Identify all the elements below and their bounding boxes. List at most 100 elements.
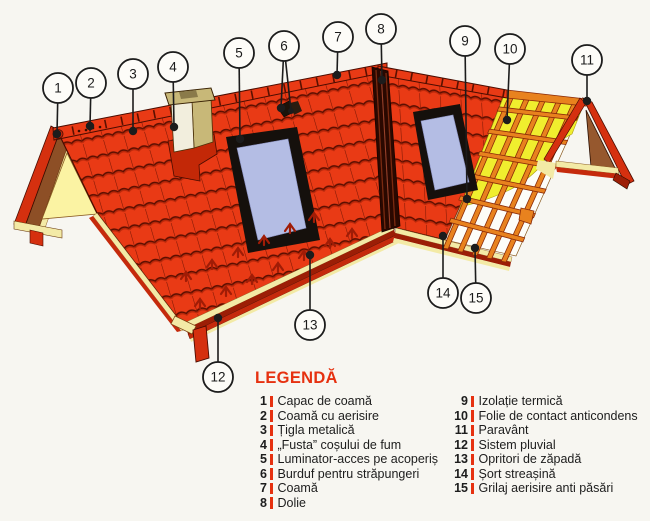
- legend-item-divider: [270, 395, 273, 407]
- legend-item-number: 1: [260, 394, 267, 409]
- bird-guard-strip: [393, 238, 510, 271]
- callout-1: 1: [42, 72, 74, 139]
- callout-10: 10: [494, 33, 526, 125]
- legend-item: 1 Capac de coamă: [250, 394, 438, 409]
- legend-item: 3 Țigla metalică: [250, 423, 438, 438]
- legend-item: 12 Sistem pluvial: [446, 438, 638, 453]
- legend-item-label: Țigla metalică: [277, 423, 355, 438]
- callout-3: 3: [117, 58, 149, 136]
- legend-item-divider: [270, 468, 273, 480]
- callout-number: 3: [129, 67, 137, 82]
- callout-2: 2: [75, 67, 107, 131]
- callout-bubble: [494, 33, 526, 65]
- callout-bubble: [202, 361, 234, 393]
- callout-bubble: [75, 67, 107, 99]
- callout-target-dot: [169, 122, 179, 132]
- callout-bubble: [294, 309, 326, 341]
- callout-bubble: [223, 37, 255, 69]
- legend-item-number: 8: [260, 495, 267, 510]
- legend-item-label: Izolație termică: [478, 394, 563, 409]
- callout-target-dot: [462, 194, 472, 204]
- callout-target-dot: [235, 134, 245, 144]
- eave-left: [170, 225, 399, 363]
- legend-item-divider: [270, 482, 273, 494]
- legend-item: 9 Izolație termică: [446, 394, 638, 409]
- callout-bubble: [449, 25, 481, 57]
- legend-column-2: 9 Izolație termică 10 Folie de contact anti…: [446, 394, 638, 496]
- callout-5: 5: [223, 37, 255, 144]
- legend-item-label: Luminator-acces pe acoperiș: [277, 452, 439, 467]
- callout-target-dot: [502, 115, 512, 125]
- legend-item-label: Burduf pentru străpungeri: [277, 466, 420, 481]
- callout-target-dot: [438, 231, 448, 241]
- legend-item: 5 Luminator-acces pe acoperiș: [250, 452, 438, 467]
- downspout: [192, 325, 210, 363]
- legend-item-number: 2: [260, 408, 267, 423]
- legend-item-label: Sistem pluvial: [478, 437, 556, 452]
- callout-9: 9: [449, 25, 481, 204]
- legend-item-number: 13: [454, 452, 468, 467]
- callout-number: 11: [580, 53, 594, 68]
- callout-8: 8: [365, 13, 397, 85]
- legend-item-divider: [471, 453, 474, 465]
- callout-bubble: [42, 72, 74, 104]
- callout-number: 9: [461, 34, 469, 49]
- callout-6: 6: [268, 30, 300, 114]
- callout-number: 8: [377, 22, 385, 37]
- left-gable: [13, 125, 98, 247]
- callout-target-dot: [470, 243, 480, 253]
- legend-item-divider: [270, 497, 273, 509]
- callout-number: 7: [334, 30, 342, 45]
- callout-target-dot: [332, 70, 342, 80]
- legend-item: 14 Șort streașină: [446, 467, 638, 482]
- gutter-end-cap: [170, 315, 197, 335]
- callout-bubble: [322, 21, 354, 53]
- legend-item-divider: [471, 439, 474, 451]
- callout-13: 13: [294, 250, 326, 341]
- bare-ridge-board: [506, 89, 587, 107]
- legend-item-label: Paravânt: [478, 423, 529, 438]
- legend-item-number: 4: [260, 437, 267, 452]
- legend-item-number: 9: [461, 394, 468, 409]
- legend-item-number: 10: [454, 408, 468, 423]
- callout-number: 14: [435, 286, 451, 301]
- snow-guards: [179, 211, 359, 310]
- legend-item-divider: [471, 468, 474, 480]
- callout-12: 12: [202, 313, 234, 393]
- callout-bubble: [460, 282, 492, 314]
- legend-item-number: 14: [454, 466, 468, 481]
- legend-item-label: Folie de contact anticondens: [478, 408, 638, 423]
- callout-bubble: [571, 44, 603, 76]
- callout-target-dot: [85, 121, 95, 131]
- callout-number: 13: [302, 318, 317, 333]
- callout-target-dot: [276, 103, 286, 113]
- callout-target-dot: [377, 75, 387, 85]
- ridge-right: [377, 65, 587, 107]
- legend-item-number: 3: [260, 423, 267, 438]
- legend-item-label: Șort streașină: [478, 466, 556, 481]
- legend-item-label: Capac de coamă: [277, 394, 373, 409]
- right-gable: [536, 97, 635, 190]
- legend-item-divider: [270, 424, 273, 436]
- callout-bubble: [157, 51, 189, 83]
- callout-target-dot: [582, 96, 592, 106]
- legend-item-number: 5: [260, 452, 267, 467]
- legend-item-number: 12: [454, 437, 468, 452]
- callout-target-dot: [213, 313, 223, 323]
- callout-target-dot: [305, 250, 315, 260]
- callout-bubble: [117, 58, 149, 90]
- legend-item-divider: [270, 453, 273, 465]
- legend-item: 4 „Fusta” coșului de fum: [250, 438, 438, 453]
- legend-item: 10 Folie de contact anticondens: [446, 409, 638, 424]
- legend-item-label: „Fusta” coșului de fum: [277, 437, 402, 452]
- legend-item-divider: [270, 439, 273, 451]
- callout-bubble: [365, 13, 397, 45]
